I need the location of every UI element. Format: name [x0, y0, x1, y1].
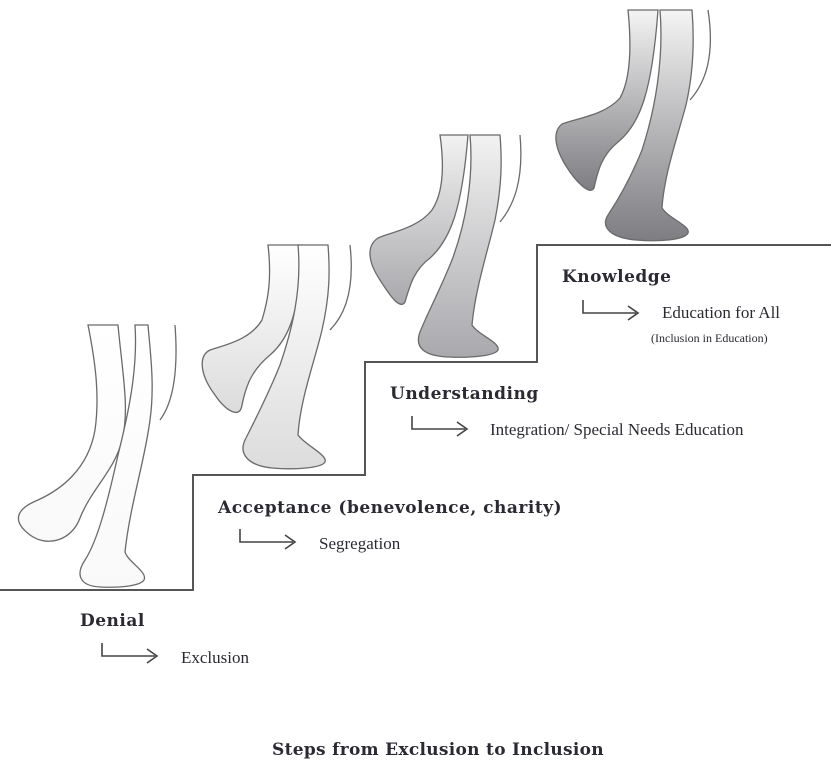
stage-label-acceptance: Acceptance (benevolence, charity)	[218, 498, 563, 518]
elbow-arrow-icon	[239, 529, 297, 550]
legs-step-3	[369, 134, 522, 358]
staircase-line	[0, 244, 831, 591]
outcome-label-education-for-all: Education for All	[662, 303, 781, 322]
legs-step-2	[201, 244, 352, 470]
stage-label-denial: Denial	[80, 611, 145, 631]
elbow-arrow-icon	[411, 416, 469, 437]
legs-step-1	[17, 324, 177, 588]
stage-label-knowledge: Knowledge	[562, 267, 672, 287]
stage-label-understanding: Understanding	[390, 384, 539, 404]
figure-caption: Steps from Exclusion to Inclusion	[272, 740, 604, 760]
outcome-note-inclusion: (Inclusion in Education)	[651, 331, 768, 345]
outcome-label-exclusion: Exclusion	[181, 648, 249, 667]
outcome-label-integration: Integration/ Special Needs Education	[490, 420, 744, 439]
legs-step-4	[555, 9, 712, 242]
elbow-arrow-icon	[582, 300, 640, 321]
outcome-label-segregation: Segregation	[319, 534, 401, 553]
elbow-arrow-icon	[101, 643, 159, 664]
